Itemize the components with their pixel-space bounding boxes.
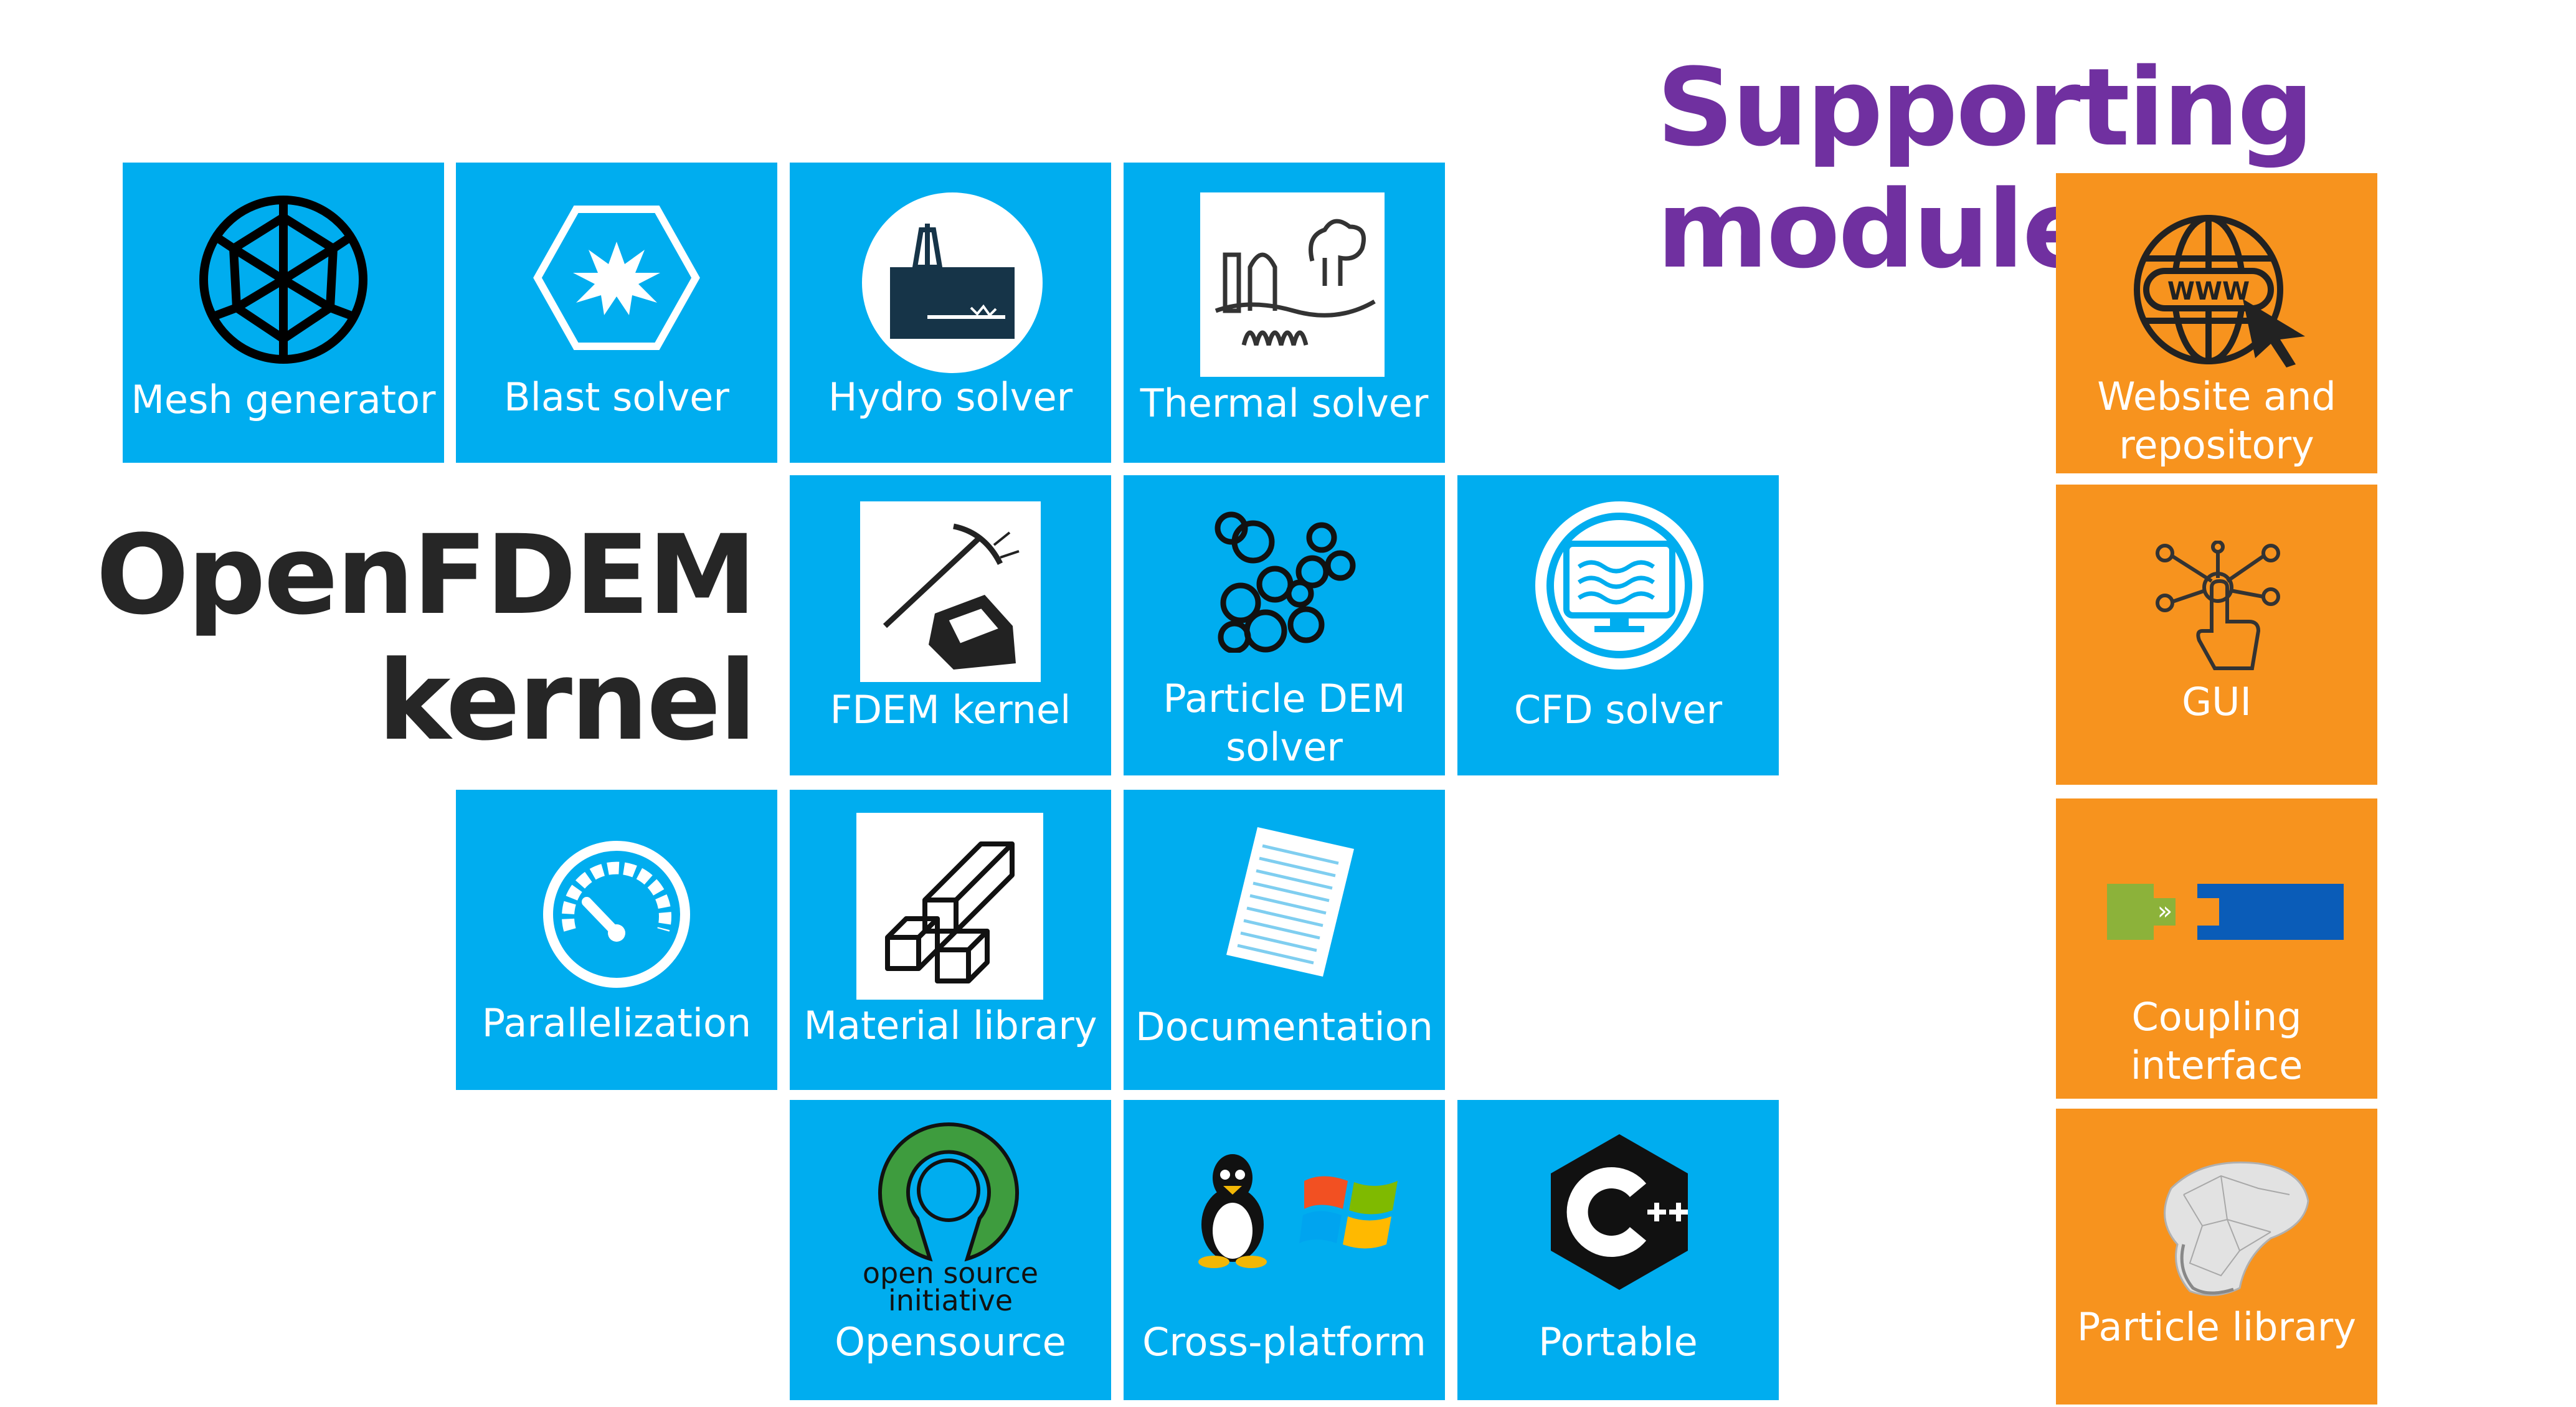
tile-label: Cross-platform	[1142, 1319, 1426, 1365]
tile-label: Particle library	[2076, 1304, 2357, 1350]
geothermal-plant-icon	[1200, 192, 1385, 377]
geodesic-sphere-icon	[196, 192, 371, 367]
tile-hydro-solver[interactable]: Hydro solver	[790, 163, 1111, 463]
tile-label: Portable	[1538, 1319, 1698, 1365]
bricks-icon	[856, 813, 1043, 1000]
tile-documentation[interactable]: Documentation	[1124, 790, 1445, 1090]
globe-www-text: WWW	[2167, 277, 2250, 306]
pickaxe-rock-icon	[860, 501, 1041, 682]
tile-label: Hydro solver	[828, 374, 1073, 420]
document-icon	[1220, 821, 1357, 983]
kernel-title: OpenFDEM kernel	[96, 511, 757, 765]
tile-label: Thermal solver	[1140, 381, 1429, 426]
tile-label: Opensource	[835, 1319, 1066, 1365]
windows-logo-icon	[1298, 1162, 1404, 1262]
tile-label: CFD solver	[1513, 687, 1723, 732]
tile-particle-library[interactable]: Particle library	[2056, 1109, 2377, 1405]
tile-website-repository[interactable]: WWW Website and repository	[2056, 173, 2377, 473]
tile-material-library[interactable]: Material library	[790, 790, 1111, 1090]
tile-blast-solver[interactable]: Blast solver	[456, 163, 777, 463]
tile-cross-platform[interactable]: Cross-platform	[1124, 1100, 1445, 1400]
tile-label: Blast solver	[504, 374, 729, 420]
coupling-connector-icon: »	[2107, 881, 2344, 943]
tile-portable[interactable]: Portable	[1457, 1100, 1779, 1400]
tile-parallelization[interactable]: Parallelization	[456, 790, 777, 1090]
tile-label: Particle DEM solver	[1163, 676, 1406, 770]
tile-cfd-solver[interactable]: CFD solver	[1457, 475, 1779, 775]
particles-icon	[1206, 503, 1368, 653]
linux-tux-icon	[1186, 1150, 1279, 1268]
tile-opensource[interactable]: open source initiative Opensource	[790, 1100, 1111, 1400]
tile-label: Website and repository	[2097, 374, 2336, 468]
tile-mesh-generator[interactable]: Mesh generator	[123, 163, 444, 463]
tile-label: FDEM kernel	[830, 687, 1071, 732]
tile-label: Documentation	[1135, 1004, 1433, 1049]
tile-label: Mesh generator	[131, 377, 436, 422]
tile-label: GUI	[2182, 679, 2252, 724]
supporting-module-title: Supporting module	[1657, 45, 2314, 292]
tile-fdem-kernel[interactable]: FDEM kernel	[790, 475, 1111, 775]
monitor-flow-icon	[1535, 501, 1703, 670]
osi-logo-text: open source initiative	[862, 1256, 1039, 1317]
rock-particle-icon	[2146, 1151, 2314, 1300]
tile-label: Parallelization	[481, 1000, 752, 1046]
cpp-logo-icon	[1545, 1131, 1694, 1293]
open-source-initiative-logo	[871, 1119, 1026, 1268]
explosion-hexagon-icon	[533, 203, 701, 353]
oil-well-icon	[862, 192, 1043, 373]
www-globe-cursor-icon	[2131, 212, 2318, 367]
speedometer-icon	[542, 840, 691, 989]
tile-coupling-interface[interactable]: » Coupling interface	[2056, 798, 2377, 1099]
svg-text:»: »	[2157, 897, 2172, 926]
tile-thermal-solver[interactable]: Thermal solver	[1124, 163, 1445, 463]
tile-gui[interactable]: GUI	[2056, 485, 2377, 785]
touch-network-icon	[2152, 541, 2283, 671]
tile-label: Material library	[803, 1003, 1097, 1048]
tile-particle-dem-solver[interactable]: Particle DEM solver	[1124, 475, 1445, 775]
tile-label: Coupling interface	[2130, 994, 2303, 1088]
